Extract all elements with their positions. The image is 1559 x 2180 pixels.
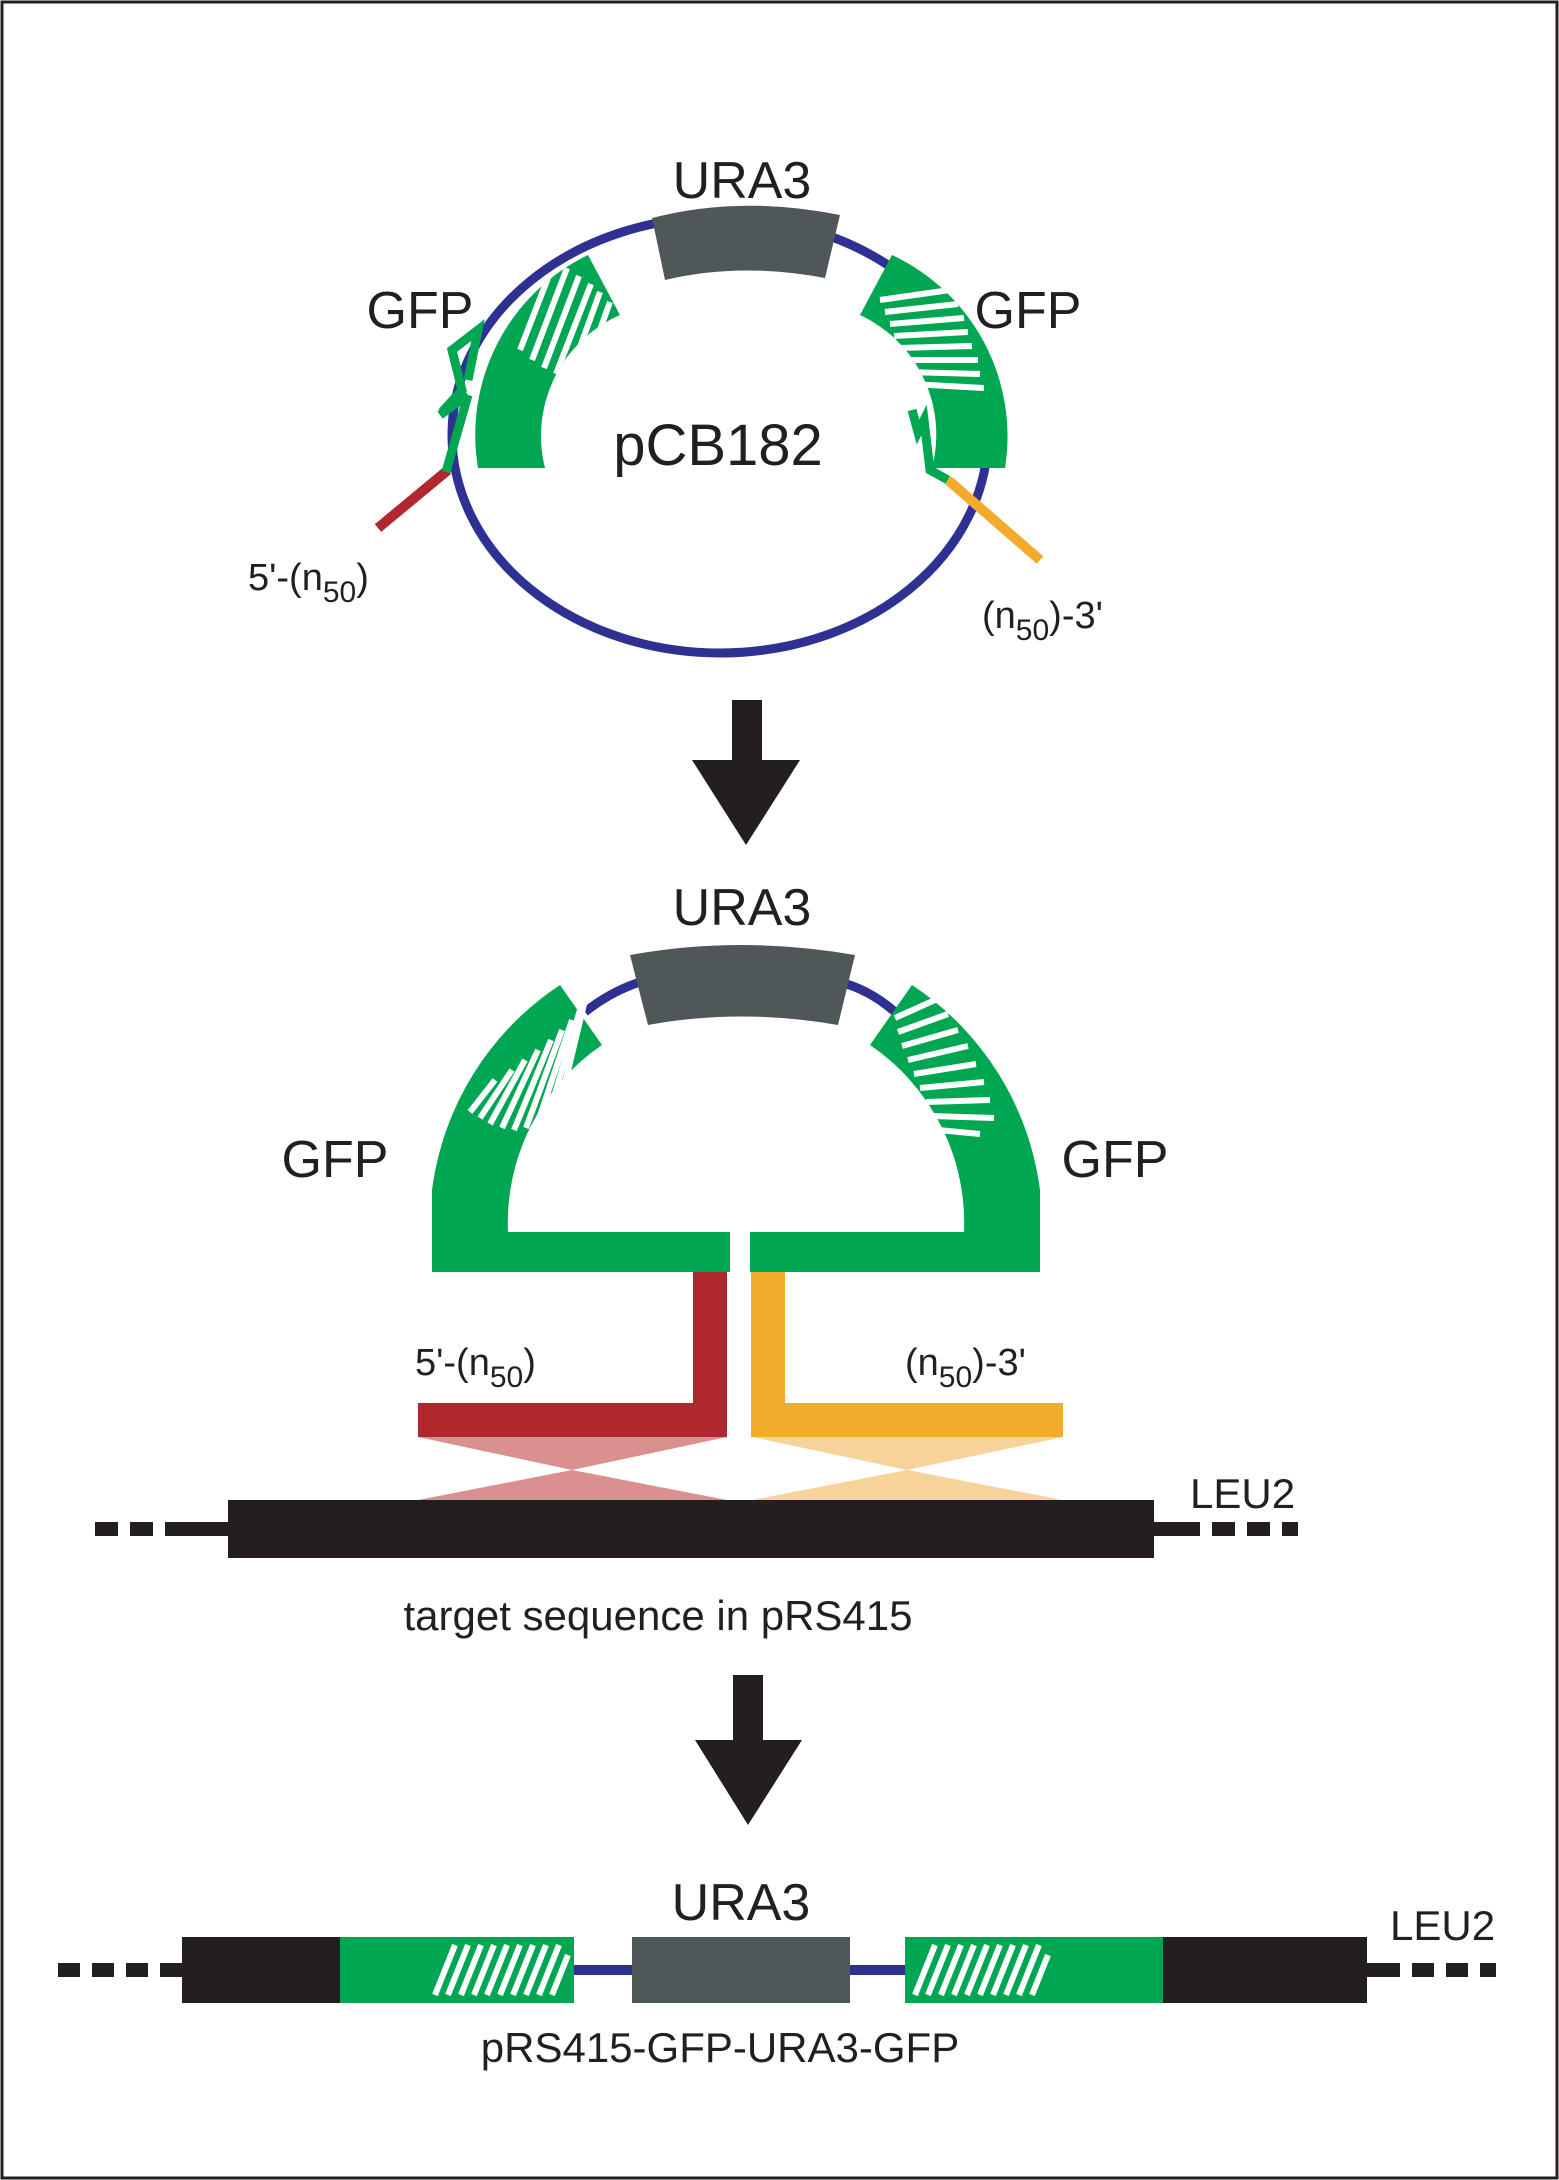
step1-plasmid: URA3 GFP GFP pCB182 5'-(n50) (n50)-3' <box>248 152 1103 658</box>
gfp-left-cassette <box>432 985 730 1272</box>
left-arm-label-2: 5'-(n50) <box>415 1342 536 1394</box>
red-arm-2 <box>418 1272 727 1437</box>
ura3-label-1: URA3 <box>673 152 812 210</box>
gfp-left-hatch <box>517 258 613 387</box>
gfp-left-label-2: GFP <box>282 1131 389 1189</box>
ura3-block <box>652 205 840 280</box>
gfp-right-cassette <box>750 985 1040 1272</box>
gfp-right-label-1: GFP <box>975 282 1082 340</box>
backbone-left-2 <box>582 977 642 1016</box>
gfp-left-hatch-2 <box>467 999 588 1132</box>
backbone-right-2 <box>838 977 898 1016</box>
leu2-label-2: LEU2 <box>1190 1470 1295 1517</box>
right-arm-orange <box>944 476 1044 564</box>
orange-arm-2 <box>751 1272 1063 1437</box>
left-arm-label-1: 5'-(n50) <box>248 557 369 609</box>
step2-cassette: URA3 GFP GFP 5'-(n50) (n50)-3' <box>282 879 1169 1500</box>
crossover-orange <box>752 1437 1063 1470</box>
plasmid-label: pCB182 <box>613 413 823 478</box>
down-arrow-icon <box>695 1675 802 1825</box>
gfp-right-hatch-2 <box>893 997 995 1137</box>
leu2-label-3: LEU2 <box>1390 1902 1495 1949</box>
gfp-right-label-2: GFP <box>1062 1131 1169 1189</box>
right-arm-label-2: (n50)-3' <box>905 1342 1026 1394</box>
product-label: pRS415-GFP-URA3-GFP <box>481 2024 959 2071</box>
ura3-label-2: URA3 <box>673 879 812 937</box>
gfp-right-hatch-3 <box>912 1943 1051 1997</box>
target-label: target sequence in pRS415 <box>403 1592 912 1639</box>
target-right-block <box>1163 1937 1367 2003</box>
left-arm-hook <box>438 319 485 416</box>
target-sequence: LEU2 target sequence in pRS415 <box>95 1470 1298 1639</box>
step3-product: URA3 LEU2 pRS415-GFP-URA3-GFP <box>58 1874 1496 2071</box>
ura3-label-3: URA3 <box>672 1874 811 1932</box>
left-arm-red <box>374 466 452 532</box>
ura3-block-2 <box>630 945 855 1025</box>
target-left-block <box>182 1937 340 2003</box>
gfp-right-hatch <box>879 287 985 391</box>
target-bar <box>228 1500 1154 1558</box>
gfp-left-label-1: GFP <box>367 282 474 340</box>
down-arrow-icon <box>692 700 800 845</box>
gfp-left-hatch-3 <box>432 1943 571 1997</box>
right-arm-label-1: (n50)-3' <box>982 595 1103 647</box>
right-arm-hook <box>907 404 951 484</box>
ura3-block-3 <box>632 1937 850 2003</box>
